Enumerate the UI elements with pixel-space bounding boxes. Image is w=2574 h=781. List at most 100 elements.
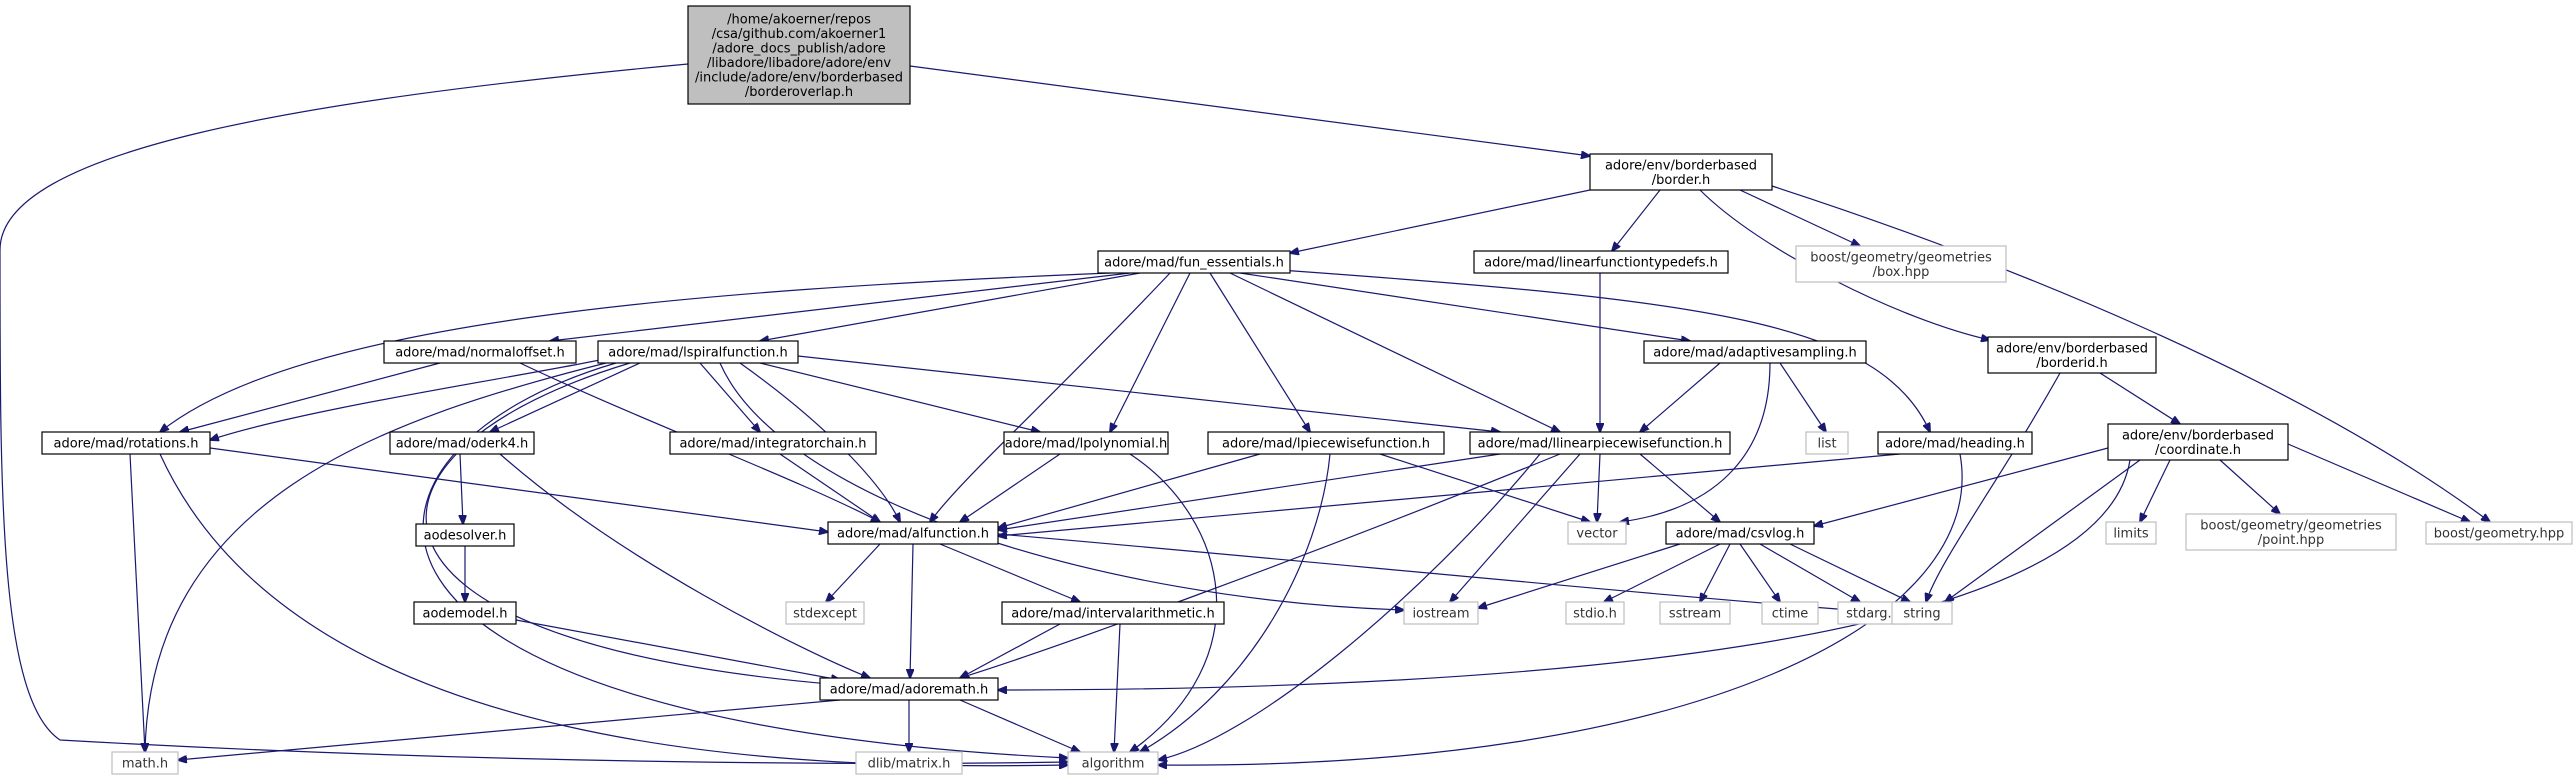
- node-box: [111, 751, 179, 775]
- edge-oderk4-to-adoremath: [499, 453, 870, 678]
- node-ctime: ctime: [1761, 601, 1819, 625]
- node-box: [819, 677, 999, 701]
- edge-coordinate-to-string: [1945, 459, 2141, 602]
- node-box: [413, 601, 517, 625]
- edge-rotations-to-algorithm: [159, 453, 1068, 766]
- edge-borderid-to-coordinate: [2099, 372, 2180, 424]
- node-box: [1659, 601, 1731, 625]
- edge-lpolynomial-to-alfunction: [960, 453, 1061, 522]
- edge-rotations-to-math: [129, 453, 145, 752]
- node-rotations[interactable]: adore/mad/rotations.h: [41, 431, 211, 455]
- node-box: [687, 5, 911, 105]
- node-box: [383, 340, 577, 364]
- edge-llinearpiecewisefunction-to-algorithm: [1158, 453, 1541, 760]
- node-label: vector: [1576, 527, 1618, 542]
- node-oderk4[interactable]: adore/mad/oderk4.h: [389, 431, 535, 455]
- node-label: adore/env/borderbased: [1605, 158, 1757, 173]
- edge-oderk4-to-aodesolver: [460, 453, 463, 524]
- edge-intervalarithmetic-to-adoremath: [960, 623, 1061, 678]
- node-aodemodel[interactable]: aodemodel.h: [413, 601, 517, 625]
- node-heading[interactable]: adore/mad/heading.h: [1877, 431, 2033, 455]
- node-label: adore/mad/adoremath.h: [830, 683, 988, 698]
- node-box: [1001, 601, 1225, 625]
- edge-csvlog-to-stdarg: [1759, 543, 1860, 602]
- node-label: /border.h: [1652, 173, 1710, 188]
- node-normaloffset[interactable]: adore/mad/normaloffset.h: [383, 340, 577, 364]
- node-coordinate[interactable]: adore/env/borderbased/coordinate.h: [2107, 423, 2289, 461]
- node-stdexcept: stdexcept: [785, 601, 865, 625]
- edge-alfunction-to-intervalarithmetic: [939, 543, 1080, 602]
- node-label: /adore_docs_publish/adore: [712, 41, 885, 56]
- node-linearfunctiontypedefs[interactable]: adore/mad/linearfunctiontypedefs.h: [1473, 250, 1729, 274]
- edge-adaptivesampling-to-vector: [1620, 362, 1771, 522]
- node-geometry_hpp: boost/geometry.hpp: [2425, 521, 2573, 545]
- edge-csvlog-to-sstream: [1700, 543, 1731, 602]
- node-lpolynomial[interactable]: adore/mad/lpolynomial.h: [1003, 431, 1169, 455]
- node-aodesolver[interactable]: aodesolver.h: [415, 523, 515, 547]
- edge-lpiecewisefunction-to-alfunction: [998, 453, 1261, 528]
- node-fun_essentials[interactable]: adore/mad/fun_essentials.h: [1097, 250, 1291, 274]
- edge-border-to-linearfunctiontypedefs: [1612, 189, 1661, 251]
- node-vector: vector: [1567, 521, 1627, 545]
- edge-adoremath-to-algorithm: [959, 699, 1080, 752]
- node-label: /box.hpp: [1873, 265, 1930, 280]
- node-label: /borderid.h: [2036, 356, 2108, 371]
- node-root[interactable]: /home/akoerner/repos/csa/github.com/akoe…: [687, 5, 911, 105]
- edge-lspiralfunction-to-integratorchain: [699, 362, 760, 432]
- node-label: stdarg.h: [1846, 607, 1900, 622]
- node-label: adore/mad/lpolynomial.h: [1005, 437, 1167, 452]
- edge-alfunction-to-string: [997, 533, 1892, 613]
- node-box: [1643, 340, 1867, 364]
- edge-lspiralfunction-to-rotations: [210, 359, 601, 440]
- node-label: /include/adore/env/borderbased: [695, 70, 903, 85]
- edge-csvlog-to-ctime: [1739, 543, 1780, 602]
- node-box: [2107, 423, 2289, 461]
- node-box: [2185, 513, 2397, 551]
- node-box: [1761, 601, 1819, 625]
- node-label: string: [1903, 607, 1940, 622]
- node-lpiecewisefunction[interactable]: adore/mad/lpiecewisefunction.h: [1207, 431, 1445, 455]
- node-label: adore/mad/lspiralfunction.h: [608, 346, 788, 361]
- node-integratorchain[interactable]: adore/mad/integratorchain.h: [669, 431, 877, 455]
- edge-aodemodel-to-adoremath: [515, 619, 840, 680]
- edge-normaloffset-to-rotations: [180, 362, 441, 432]
- node-box: [1891, 601, 1953, 625]
- edge-llinearpiecewisefunction-to-alfunction: [998, 453, 1501, 530]
- edge-coordinate-to-geometry_hpp: [2287, 443, 2470, 522]
- edge-border-to-box_hpp: [1739, 189, 1860, 246]
- node-iostream: iostream: [1403, 601, 1479, 625]
- edge-csvlog-to-iostream: [1478, 543, 1681, 608]
- node-intervalarithmetic[interactable]: adore/mad/intervalarithmetic.h: [1001, 601, 1225, 625]
- edge-csvlog-to-string: [1789, 543, 1910, 602]
- edge-adaptivesampling-to-llinearpiecewisefunction: [1640, 362, 1721, 432]
- node-label: adore/mad/csvlog.h: [1676, 527, 1805, 542]
- edge-adoremath-to-math: [178, 699, 841, 760]
- node-alfunction[interactable]: adore/mad/alfunction.h: [827, 521, 999, 545]
- edge-border-to-fun_essentials: [1290, 189, 1591, 253]
- node-label: adore/mad/linearfunctiontypedefs.h: [1484, 256, 1718, 271]
- node-lspiralfunction[interactable]: adore/mad/lspiralfunction.h: [597, 340, 799, 364]
- node-label: /csa/github.com/akoerner1: [712, 27, 887, 42]
- node-box: [1473, 250, 1729, 274]
- node-box: [827, 521, 999, 545]
- node-llinearpiecewisefunction[interactable]: adore/mad/llinearpiecewisefunction.h: [1469, 431, 1731, 455]
- node-label: /borderoverlap.h: [745, 85, 853, 100]
- edge-lspiralfunction-to-algorithm: [422, 362, 1068, 758]
- edge-fun_essentials-to-lpiecewisefunction: [1209, 272, 1310, 432]
- node-label: adore/mad/normaloffset.h: [395, 346, 565, 361]
- node-box: [597, 340, 799, 364]
- node-csvlog[interactable]: adore/mad/csvlog.h: [1665, 521, 1815, 545]
- node-adoremath[interactable]: adore/mad/adoremath.h: [819, 677, 999, 701]
- edge-llinearpiecewisefunction-to-iostream: [1450, 453, 1581, 602]
- node-adaptivesampling[interactable]: adore/mad/adaptivesampling.h: [1643, 340, 1867, 364]
- edge-fun_essentials-to-lpolynomial: [1110, 272, 1191, 432]
- node-box: [1003, 431, 1169, 455]
- node-label: stdio.h: [1573, 607, 1617, 622]
- node-borderid[interactable]: adore/env/borderbased/borderid.h: [1987, 336, 2157, 374]
- node-box: [1207, 431, 1445, 455]
- edge-heading-to-algorithm: [1158, 453, 1963, 765]
- node-label: math.h: [122, 757, 168, 772]
- edge-fun_essentials-to-llinearpiecewisefunction: [1229, 272, 1560, 432]
- node-stdio: stdio.h: [1565, 601, 1625, 625]
- node-border[interactable]: adore/env/borderbased/border.h: [1589, 153, 1773, 191]
